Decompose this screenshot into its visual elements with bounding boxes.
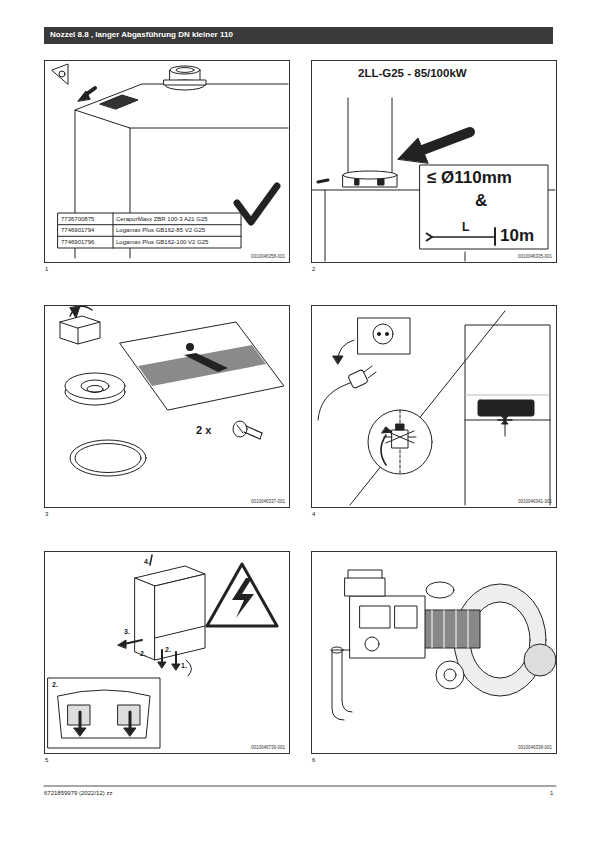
part-number: 7746901794 <box>61 227 94 234</box>
panel-number: 6 <box>312 757 315 763</box>
length-symbol: L <box>462 221 469 234</box>
kit-designation: 2LL-G25 - 85/100kW <box>358 67 467 80</box>
panel-number: 5 <box>45 757 48 763</box>
panel-frame: 0010046338-0016 <box>311 551 557 754</box>
panel-number: 1 <box>45 266 48 272</box>
figure-code: 0010046341-001 <box>518 499 552 504</box>
model-name: Logamax Plus GB162-85 V2 G25 <box>116 227 205 234</box>
model-name: Logamax Plus GB162-100 V2 G25 <box>116 239 208 246</box>
step-number: 3. <box>124 628 130 636</box>
document-number: 6721859979 (2022/12) zz <box>44 790 112 797</box>
quantity: 2 x <box>196 424 211 436</box>
figure-code: 0010046358-001 <box>251 254 285 259</box>
dimension-arrow <box>426 233 432 241</box>
part-number: 7746901796 <box>61 239 94 246</box>
diameter-limit: ≤ Ø110mm <box>427 169 512 188</box>
panel-number: 2 <box>312 266 315 272</box>
panel-frame: 0010046341-0014 <box>311 305 557 508</box>
figure-code: 0010046739-001 <box>251 745 285 750</box>
figure-code: 0010046335-001 <box>518 254 552 259</box>
title-bar: Nozzel 8.8 , langer Abgasführung DN klei… <box>44 27 553 44</box>
step-number: 4. <box>144 558 150 566</box>
panel-number: 4 <box>312 511 315 517</box>
panel-number: 3 <box>45 511 48 517</box>
length-limit: 10m <box>500 227 534 246</box>
part-number: 7736700875 <box>61 216 94 223</box>
step-number: 2. <box>165 646 171 654</box>
step-number: 2. <box>140 650 146 658</box>
model-name: CerapurMaxx ZBR 100-3 A21 G25 <box>116 216 208 223</box>
figure-code: 0010046338-001 <box>518 745 552 750</box>
and-sign: & <box>475 192 487 211</box>
step-number: 1. <box>181 662 187 670</box>
page-number: 1 <box>550 790 553 797</box>
page-title: Nozzel 8.8 , langer Abgasführung DN klei… <box>50 30 233 39</box>
step-number: 2. <box>52 681 58 689</box>
figure-code: 0010046337-001 <box>251 499 285 504</box>
panel-frame: 0010046337-0013 <box>44 305 290 508</box>
